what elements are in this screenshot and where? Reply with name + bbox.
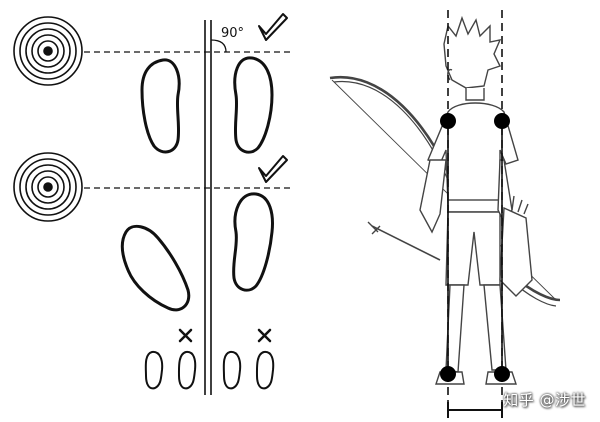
footprint-row1-left xyxy=(140,58,181,154)
target-middle xyxy=(13,152,83,222)
archer-figure xyxy=(329,15,561,385)
shoulder-joint-right xyxy=(494,113,510,129)
check-icon xyxy=(258,155,288,183)
angle-label: 90° xyxy=(221,26,244,41)
stance-width-bracket xyxy=(447,402,503,418)
watermark: 知乎 @涉世 xyxy=(503,391,586,409)
footprint-row2-left xyxy=(120,224,191,312)
ankle-joint-left xyxy=(440,366,456,382)
target-top xyxy=(13,16,83,86)
angle-arc xyxy=(210,39,227,53)
footprint-row3 xyxy=(144,350,275,390)
check-icon xyxy=(258,13,288,41)
cross-icon xyxy=(257,328,272,343)
footprint-row2-right xyxy=(232,192,274,292)
shorts xyxy=(445,211,501,286)
footprint-row1-right xyxy=(233,56,274,154)
ankle-joint-right xyxy=(494,366,510,382)
shoulder-joint-left xyxy=(440,113,456,129)
hair xyxy=(443,15,502,89)
cross-icon xyxy=(178,328,193,343)
quiver xyxy=(499,206,533,297)
